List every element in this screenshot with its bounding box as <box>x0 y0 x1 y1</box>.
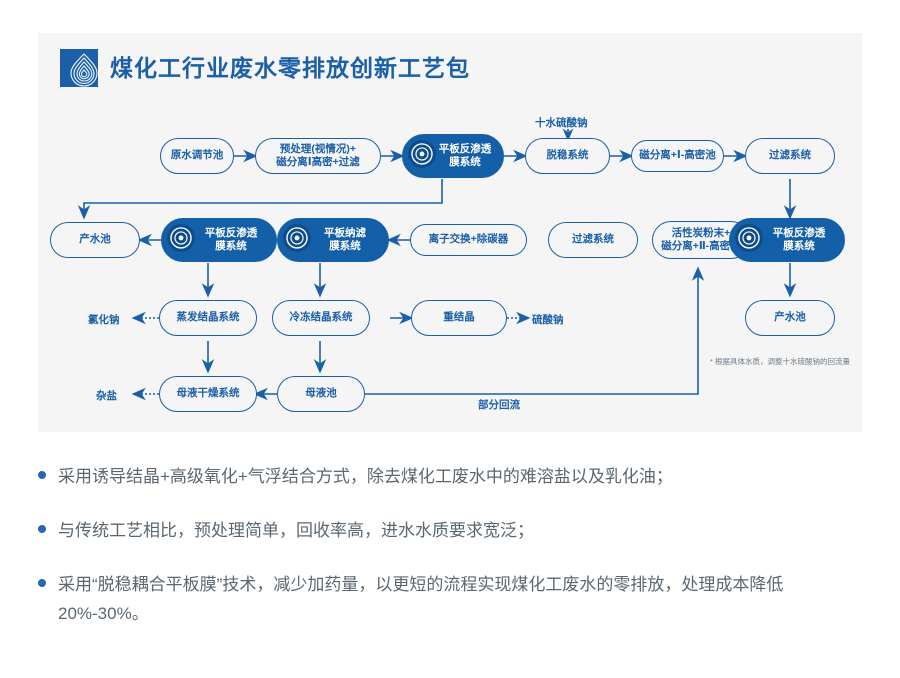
diagram-footnote: * 根据具体水质，调整十水硫酸钠的回流量 <box>710 357 851 366</box>
process-flow-diagram: 原水调节池 预处理(视情况)+ 磁分离Ⅰ高密+过滤 平板反渗透 膜系统 脱稳系统… <box>38 33 862 432</box>
node-label: 平板反渗透 膜系统 <box>772 226 826 252</box>
node-raw-water-tank[interactable]: 原水调节池 <box>160 138 234 174</box>
node-label: 过滤系统 <box>769 149 811 162</box>
node-mother-liquor-drying[interactable]: 母液干燥系统 <box>159 376 257 412</box>
label-mixed-salt-output: 杂盐 <box>96 390 117 402</box>
card-header: 煤化工行业废水零排放创新工艺包 <box>60 49 470 87</box>
node-label: 重结晶 <box>443 311 475 324</box>
list-item: 采用诱导结晶+高级氧化+气浮结合方式，除去煤化工废水中的难溶盐以及乳化油； <box>38 462 868 492</box>
label-sodium-chloride-output: 氯化钠 <box>88 314 120 326</box>
node-label: 产水池 <box>79 233 111 246</box>
node-filtration-1[interactable]: 过滤系统 <box>745 138 835 174</box>
water-droplet-rings-logo-icon <box>60 49 98 87</box>
node-ion-exchange-decarbonator[interactable]: 离子交换+除碳器 <box>410 224 527 256</box>
bullet-dot-icon <box>38 578 46 587</box>
membrane-disc-icon <box>166 223 196 257</box>
list-item: 采用“脱稳耦合平板膜”技术，减少加药量，以更短的流程实现煤化工废水的零排放，处理… <box>38 570 868 630</box>
bullet-list: 采用诱导结晶+高级氧化+气浮结合方式，除去煤化工废水中的难溶盐以及乳化油； 与传… <box>38 462 868 653</box>
node-flat-nf-membrane[interactable]: 平板纳滤 膜系统 <box>277 218 389 262</box>
node-label: 离子交换+除碳器 <box>428 233 509 246</box>
node-label: 磁分离+Ⅰ-高密池 <box>639 149 716 162</box>
node-label: 平板反渗透 膜系统 <box>438 142 492 168</box>
label-partial-reflux: 部分回流 <box>478 399 520 411</box>
node-label: 冷冻结晶系统 <box>289 311 353 324</box>
node-label: 活性炭粉末+ 磁分离+Ⅱ-高密池 <box>661 226 741 252</box>
node-label: 蒸发结晶系统 <box>176 311 240 324</box>
bullet-text: 采用诱导结晶+高级氧化+气浮结合方式，除去煤化工废水中的难溶盐以及乳化油； <box>58 467 673 486</box>
node-magnetic-sep-1[interactable]: 磁分离+Ⅰ-高密池 <box>631 140 724 172</box>
node-product-water-tank-2[interactable]: 产水池 <box>745 300 835 336</box>
label-sodium-sulfate-output: 硫酸钠 <box>532 314 564 326</box>
node-destabilization[interactable]: 脱稳系统 <box>525 138 610 174</box>
node-label: 预处理(视情况)+ 磁分离Ⅰ高密+过滤 <box>276 142 360 168</box>
node-recrystallization[interactable]: 重结晶 <box>411 300 507 336</box>
node-mother-liquor-tank[interactable]: 母液池 <box>277 376 365 412</box>
node-label: 原水调节池 <box>170 149 224 162</box>
node-label: 过滤系统 <box>572 233 614 246</box>
node-pretreatment[interactable]: 预处理(视情况)+ 磁分离Ⅰ高密+过滤 <box>255 138 381 174</box>
bullet-dot-icon <box>38 471 46 479</box>
node-label: 平板纳滤 膜系统 <box>324 226 366 252</box>
node-label: 脱稳系统 <box>546 149 589 162</box>
page-title: 煤化工行业废水零排放创新工艺包 <box>110 55 470 81</box>
node-label: 母液池 <box>305 387 337 400</box>
bullet-text: 与传统工艺相比，预处理简单，回收率高，进水水质要求宽泛； <box>58 520 534 540</box>
node-product-water-tank-1[interactable]: 产水池 <box>50 222 140 258</box>
node-label: 母液干燥系统 <box>176 387 240 400</box>
process-diagram-card: 煤化工行业废水零排放创新工艺包 <box>38 33 862 432</box>
membrane-disc-icon <box>282 223 312 257</box>
bullet-dot-icon <box>38 524 46 533</box>
membrane-disc-icon <box>407 139 437 173</box>
membrane-disc-icon <box>734 223 764 257</box>
node-filtration-2[interactable]: 过滤系统 <box>548 222 638 258</box>
node-flat-ro-membrane-3[interactable]: 平板反渗透 膜系统 <box>729 218 845 262</box>
node-evaporative-crystallization[interactable]: 蒸发结晶系统 <box>159 300 257 336</box>
node-label: 产水池 <box>774 311 806 324</box>
label-sodium-sulfate-decahydrate: 十水硫酸钠 <box>535 117 588 129</box>
bullet-text: 采用“脱稳耦合平板膜”技术，减少加药量，以更短的流程实现煤化工废水的零排放，处理… <box>58 574 784 624</box>
node-flat-ro-membrane-1[interactable]: 平板反渗透 膜系统 <box>402 134 504 178</box>
node-flat-ro-membrane-2[interactable]: 平板反渗透 膜系统 <box>161 218 277 262</box>
list-item: 与传统工艺相比，预处理简单，回收率高，进水水质要求宽泛； <box>38 516 868 546</box>
node-freeze-crystallization[interactable]: 冷冻结晶系统 <box>272 300 370 336</box>
node-label: 平板反渗透 膜系统 <box>204 226 258 252</box>
